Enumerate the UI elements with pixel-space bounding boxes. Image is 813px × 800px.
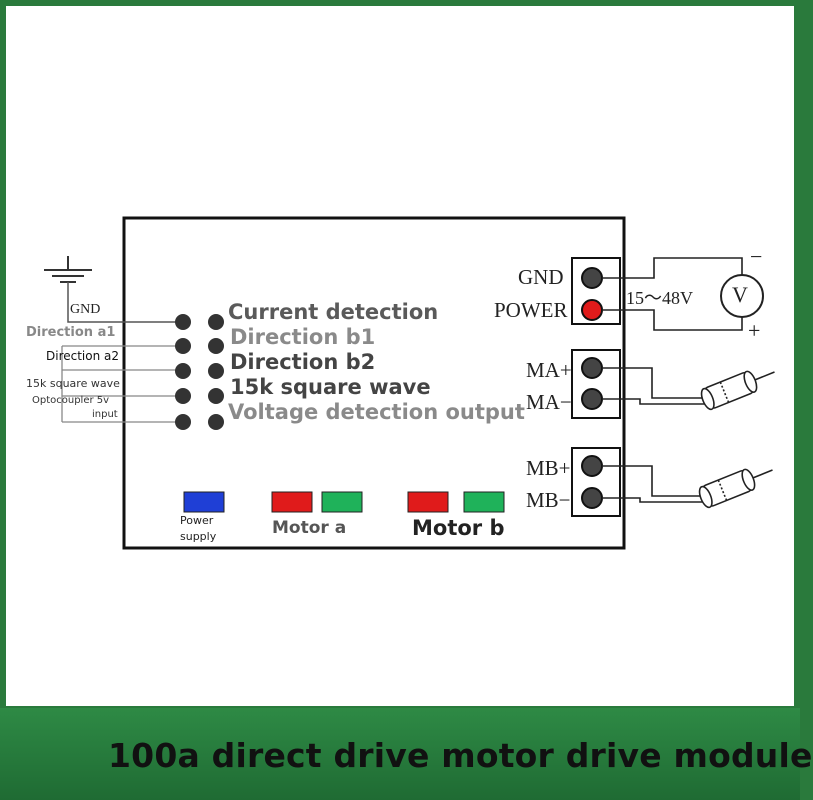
ma-plus-label: MA+ — [526, 358, 572, 382]
pin-left-4 — [175, 388, 191, 404]
motor-b-label: Motor b — [412, 516, 505, 540]
square-wave-right-label: 15k square wave — [230, 375, 431, 399]
ma-minus-terminal — [581, 388, 603, 410]
motor-a-label: Motor a — [272, 518, 347, 538]
page-title: 100a direct drive motor drive module — [108, 736, 813, 775]
power-supply-label-1: Power — [180, 514, 214, 527]
ma-wires — [602, 367, 712, 405]
supply-plus-label: + — [748, 318, 761, 343]
ma-minus-label: MA− — [526, 390, 572, 414]
optocoupler-label-2: input — [92, 409, 118, 420]
power-terminal-label: POWER — [494, 298, 568, 322]
supply-wires — [602, 257, 743, 331]
left-gnd-label: GND — [70, 302, 101, 317]
pin-right-1 — [208, 314, 224, 330]
current-detection-label: Current detection — [228, 300, 439, 324]
direction-b2-label: Direction b2 — [230, 350, 376, 374]
direction-a1-label: Direction a1 — [26, 325, 116, 340]
square-wave-left-label: 15k square wave — [26, 377, 120, 390]
direction-a2-label: Direction a2 — [46, 349, 120, 363]
signal-wires — [61, 345, 183, 423]
power-led — [183, 491, 225, 513]
power-terminal — [581, 299, 603, 321]
motor-a-icon — [700, 370, 775, 411]
mb-plus-terminal — [581, 455, 603, 477]
gnd-terminal-label: GND — [518, 265, 564, 289]
pin-left-1 — [175, 314, 191, 330]
ma-plus-terminal — [581, 357, 603, 379]
motor-b-icon — [698, 468, 773, 509]
motor-a-red-led — [271, 491, 313, 513]
pin-right-2 — [208, 338, 224, 354]
voltage-output-label: Voltage detection output — [228, 400, 525, 424]
voltmeter-icon — [720, 274, 764, 318]
gnd-wire — [67, 282, 183, 323]
mb-plus-label: MB+ — [526, 456, 571, 480]
supply-range-label: 15～48V — [626, 288, 693, 308]
pin-right-4 — [208, 388, 224, 404]
direction-b1-label: Direction b1 — [230, 325, 376, 349]
pin-right-5 — [208, 414, 224, 430]
gnd-terminal — [581, 267, 603, 289]
mb-wires — [602, 465, 710, 503]
title-banner — [0, 708, 800, 800]
motor-b-green-led — [463, 491, 505, 513]
motor-b-red-led — [407, 491, 449, 513]
supply-minus-label: − — [750, 244, 763, 269]
pin-left-3 — [175, 363, 191, 379]
pin-header — [175, 314, 224, 430]
power-supply-label-2: supply — [180, 530, 217, 543]
optocoupler-label-1: Optocoupler 5v — [32, 395, 110, 406]
mb-minus-label: MB− — [526, 488, 571, 512]
motor-a-green-led — [321, 491, 363, 513]
voltmeter-label: V — [732, 282, 748, 307]
pin-right-3 — [208, 363, 224, 379]
pin-left-2 — [175, 338, 191, 354]
ground-symbol — [44, 256, 92, 283]
mb-minus-terminal — [581, 487, 603, 509]
pin-left-5 — [175, 414, 191, 430]
